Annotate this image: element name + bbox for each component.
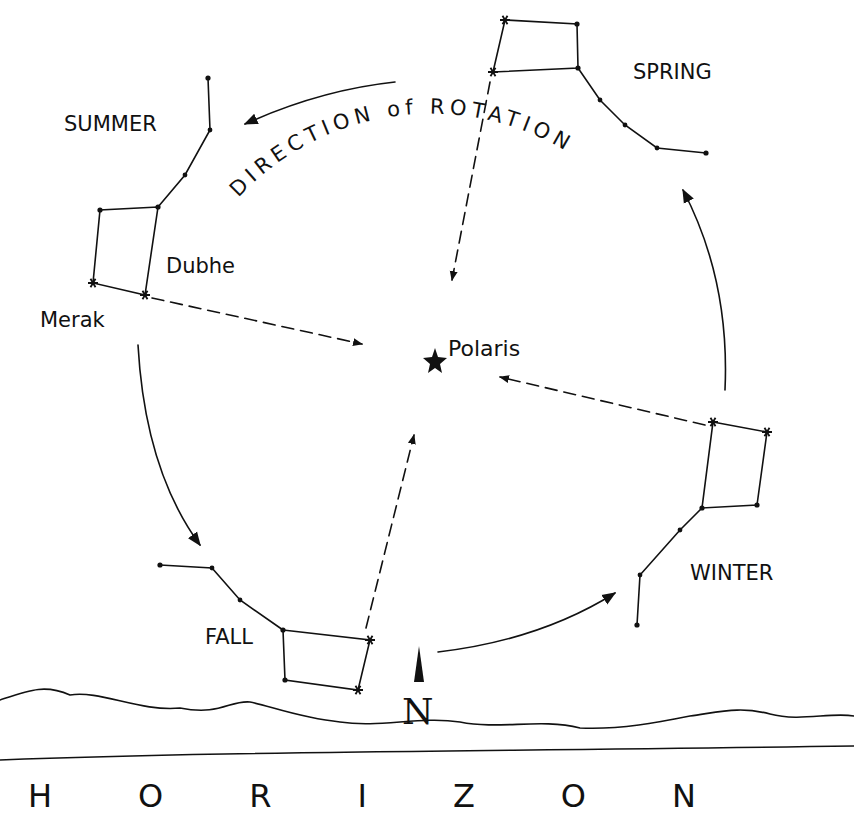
star-name: Dubhe	[166, 256, 235, 277]
season-label: SUMMER	[64, 114, 157, 135]
rotation-label: DIRECTION of ROTATION	[225, 94, 579, 201]
star-name: Polaris	[448, 338, 520, 360]
season-label: WINTER	[690, 563, 773, 584]
season-label: FALL	[205, 627, 253, 648]
star-name: Merak	[40, 310, 105, 331]
horizon-label: HORIZON	[28, 780, 782, 812]
rotation-label: DIRECTION of ROTATION	[225, 94, 579, 201]
north-mark: N	[402, 694, 434, 730]
season-label: SPRING	[633, 62, 712, 83]
